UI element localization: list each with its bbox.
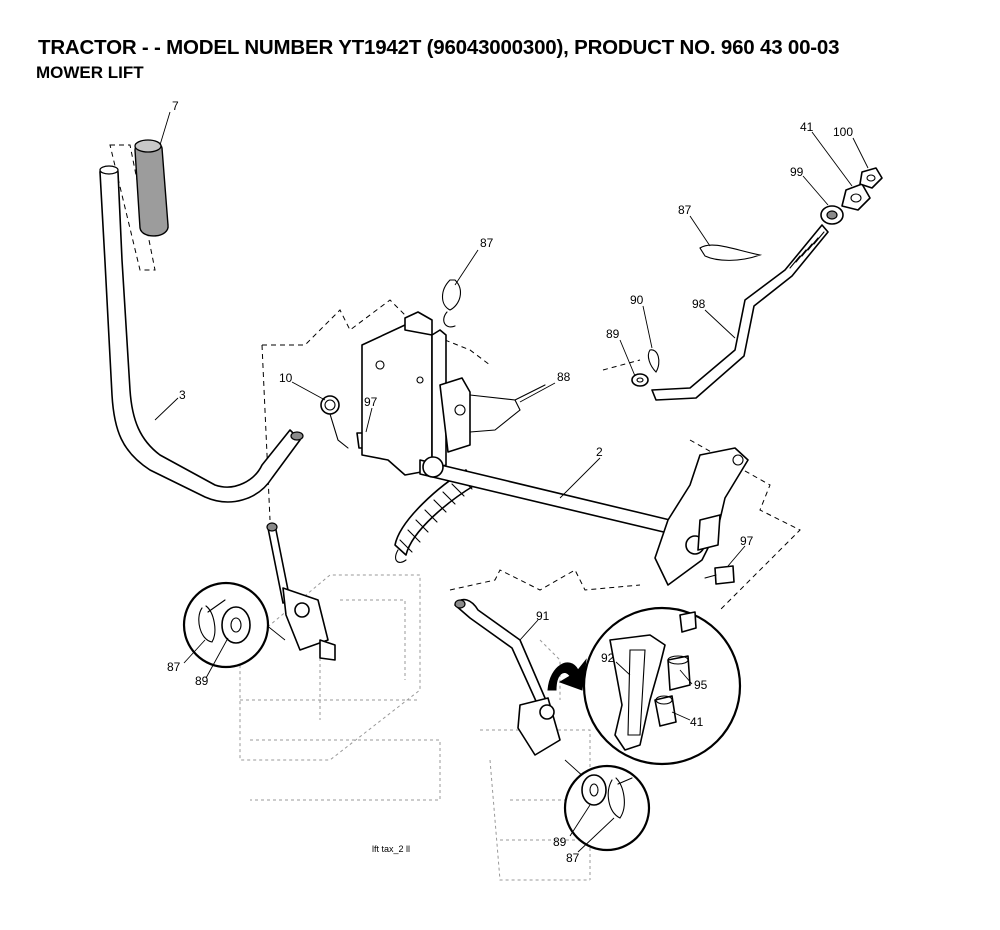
callout-3: 3 bbox=[179, 388, 186, 402]
part-99-washer bbox=[820, 205, 844, 225]
callout-87-top: 87 bbox=[480, 236, 494, 250]
callout-89-top: 89 bbox=[606, 327, 620, 341]
section-subtitle: MOWER LIFT bbox=[36, 63, 144, 82]
callout-98: 98 bbox=[692, 297, 706, 311]
callout-87-right: 87 bbox=[678, 203, 692, 217]
inset-bottom-clip-washer bbox=[563, 759, 651, 852]
part-3-lift-handle bbox=[99, 165, 304, 503]
left-lower-link bbox=[266, 522, 336, 661]
part-7-handle-grip bbox=[134, 139, 169, 237]
right-lift-arm bbox=[654, 447, 749, 586]
callout-88: 88 bbox=[557, 370, 571, 384]
callout-100: 100 bbox=[833, 125, 853, 139]
callout-7: 7 bbox=[172, 99, 179, 113]
part-87-clip-top bbox=[441, 279, 461, 328]
callout-92: 92 bbox=[601, 651, 615, 665]
callout-90: 90 bbox=[630, 293, 644, 307]
part-97-bolt-right bbox=[704, 565, 735, 585]
drawing-code: lft tax_2 ll bbox=[372, 844, 410, 854]
callout-41-inset: 41 bbox=[690, 715, 704, 729]
leader-lines bbox=[154, 111, 869, 853]
callout-10: 10 bbox=[279, 371, 293, 385]
part-87-clip-right bbox=[699, 244, 763, 261]
callout-2: 2 bbox=[596, 445, 603, 459]
part-88-wire-link bbox=[469, 384, 546, 433]
inset-left-clip-washer bbox=[182, 581, 286, 669]
part-89-washer-top bbox=[631, 373, 649, 387]
part-98-adjust-rod bbox=[651, 224, 829, 401]
callout-87-left-inset: 87 bbox=[167, 660, 181, 674]
part-90-pin bbox=[647, 349, 660, 373]
callout-99: 99 bbox=[790, 165, 804, 179]
part-41-nut-top bbox=[841, 183, 871, 211]
rotation-arrow bbox=[547, 658, 587, 691]
callout-89-left-inset: 89 bbox=[195, 674, 209, 688]
callout-97-right: 97 bbox=[740, 534, 754, 548]
callout-41-top: 41 bbox=[800, 120, 814, 134]
callout-95: 95 bbox=[694, 678, 708, 692]
inset-bracket-detail bbox=[582, 606, 742, 766]
callout-87-bottom-inset: 87 bbox=[566, 851, 580, 865]
callout-91: 91 bbox=[536, 609, 550, 623]
reference-dash-lines bbox=[109, 144, 801, 611]
callout-97-left: 97 bbox=[364, 395, 378, 409]
callout-89-bottom-inset: 89 bbox=[553, 835, 567, 849]
part-91-lift-link bbox=[454, 598, 561, 756]
callouts: 7 3 87 10 97 88 2 41 100 99 87 90 89 98 … bbox=[167, 99, 853, 865]
page-title: TRACTOR - - MODEL NUMBER YT1942T (960430… bbox=[38, 36, 840, 59]
mounting-bracket bbox=[361, 311, 471, 476]
part-10-spring bbox=[320, 395, 349, 449]
part-100-nut bbox=[859, 167, 883, 189]
